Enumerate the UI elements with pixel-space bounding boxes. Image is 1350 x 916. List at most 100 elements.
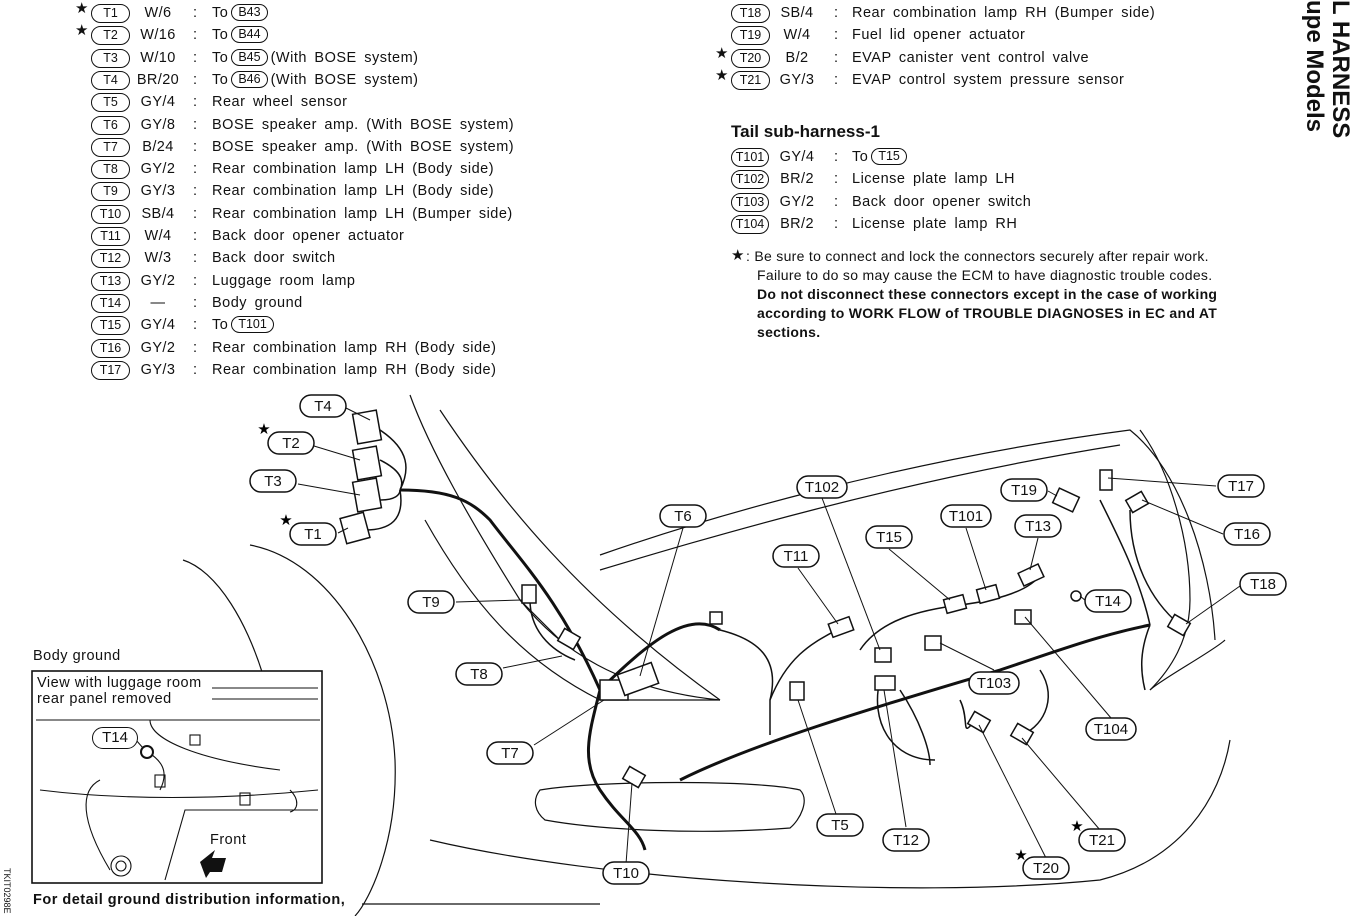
- connector-id: T15: [91, 316, 130, 336]
- wire-spec: SB/4: [141, 205, 175, 222]
- callout-t20: T20★: [1014, 847, 1070, 880]
- description-text: Rear combination lamp LH (Body side): [212, 161, 495, 178]
- wire-spec: B/2: [785, 49, 809, 66]
- callout-bubble: [486, 741, 534, 765]
- callout-t103: T103: [968, 671, 1020, 695]
- callout-bubble: [602, 861, 650, 885]
- connector-description: Rear combination lamp RH (Body side): [212, 339, 496, 357]
- connector-reference: B44: [231, 26, 268, 44]
- star-icon: ★: [75, 0, 89, 17]
- connector-description: Back door opener switch: [852, 193, 1031, 211]
- callout-bubble: [1239, 572, 1287, 596]
- callout-bubble: [772, 544, 820, 568]
- connector-description: Rear combination lamp RH (Body side): [212, 361, 496, 379]
- connector-id: T9: [91, 182, 130, 202]
- callout-layer: T4T2★T3T1★T9T8T7T10T6T11T5T102T15T12T101…: [249, 394, 1287, 885]
- connector-description: Rear combination lamp LH (Body side): [212, 182, 494, 200]
- connector-id: T4: [91, 70, 130, 90]
- connector-description: Rear combination lamp RH (Bumper side): [852, 4, 1155, 22]
- connector-id: T18: [731, 4, 770, 23]
- wire-spec: GY/2: [140, 339, 176, 356]
- separator: :: [834, 49, 839, 66]
- separator: :: [834, 193, 839, 210]
- callout-text: T21: [1089, 832, 1115, 849]
- callout-bubble: [1085, 717, 1137, 741]
- callout-t101: T101: [940, 504, 992, 528]
- inset-view-line-1: View with luggage room: [37, 675, 202, 691]
- callout-text: T20: [1033, 860, 1059, 877]
- main-harness-wire: [399, 488, 1151, 851]
- connector-description: Luggage room lamp: [212, 272, 355, 290]
- connector-id: T102: [731, 170, 769, 190]
- wire-spec: —: [150, 294, 166, 311]
- connector-id: T8: [91, 160, 130, 180]
- callout-text: T9: [422, 594, 440, 611]
- callout-bubble: [455, 662, 503, 686]
- separator: :: [193, 317, 198, 334]
- callout-text: T11: [784, 548, 809, 565]
- connector-id: T13: [91, 271, 130, 291]
- callout-t104: T104: [1085, 717, 1137, 741]
- callout-t5: T5: [816, 813, 864, 837]
- description-text: Body ground: [212, 294, 303, 311]
- description-suffix: (With BOSE system): [270, 71, 419, 88]
- description-text: Rear combination lamp RH (Bumper side): [852, 5, 1156, 21]
- connector-description: Rear combination lamp LH (Bumper side): [212, 205, 513, 223]
- callout-bubble: [299, 394, 347, 418]
- separator: :: [193, 27, 198, 44]
- separator: :: [193, 294, 198, 311]
- bottom-note: For detail ground distribution informati…: [33, 892, 346, 908]
- wire-spec: GY/8: [140, 116, 176, 133]
- wire-spec: W/16: [140, 27, 176, 44]
- callout-bubble: [1078, 828, 1126, 852]
- star-icon: ★: [731, 247, 745, 264]
- callout-text: T103: [977, 675, 1011, 692]
- description-text: Back door opener switch: [852, 193, 1032, 210]
- wire-spec: B/24: [142, 138, 174, 155]
- wire-spec: GY/4: [140, 94, 176, 111]
- wire-spec: GY/2: [140, 161, 176, 178]
- connector-description: License plate lamp RH: [852, 215, 1017, 233]
- callout-bubble: [882, 828, 930, 852]
- connector-description: BOSE speaker amp. (With BOSE system): [212, 116, 514, 134]
- star-icon: ★: [1070, 818, 1083, 835]
- star-icon: ★: [715, 44, 729, 62]
- description-text: To: [852, 149, 869, 165]
- callout-t13: T13: [1014, 514, 1062, 538]
- callout-text: T8: [470, 666, 488, 683]
- connector-id: T12: [91, 249, 130, 269]
- wire-spec: BR/2: [780, 215, 814, 232]
- connector-id: T20: [731, 48, 770, 68]
- star-icon: ★: [279, 512, 292, 529]
- callout-t3: T3: [249, 469, 297, 493]
- description-text: Rear combination lamp RH (Body side): [212, 361, 497, 378]
- wire-spec: GY/2: [140, 272, 176, 289]
- callout-bubble: [1084, 589, 1132, 613]
- connector-id: T11: [91, 227, 130, 246]
- body-ground-label: Body ground: [33, 648, 121, 664]
- callout-t21: T21 ★: [1070, 818, 1126, 852]
- connector-id: T1: [91, 4, 130, 23]
- callout-t12: T12: [882, 828, 930, 852]
- description-text: BOSE speaker amp. (With BOSE system): [212, 138, 515, 155]
- description-text: To: [212, 317, 229, 334]
- note-bold-2: according to WORK FLOW of TROUBLE DIAGNO…: [757, 305, 1218, 321]
- connector-reference: B43: [231, 4, 268, 21]
- callout-text: T1: [304, 526, 322, 543]
- wire-spec: SB/4: [780, 5, 814, 21]
- connector-id: T101: [731, 148, 769, 167]
- callout-t18: T18: [1239, 572, 1287, 596]
- connector-description: Fuel lid opener actuator: [852, 26, 1025, 44]
- description-text: License plate lamp RH: [852, 215, 1018, 232]
- description-suffix: (With BOSE system): [270, 49, 419, 66]
- callout-t9: T9: [407, 590, 455, 614]
- callout-text: T2: [282, 435, 300, 452]
- description-text: Back door switch: [212, 250, 336, 267]
- separator: :: [193, 71, 198, 88]
- wire-spec: W/10: [140, 49, 176, 66]
- description-text: EVAP canister vent control valve: [852, 49, 1090, 66]
- note-bold-1: Do not disconnect these connectors excep…: [757, 286, 1218, 302]
